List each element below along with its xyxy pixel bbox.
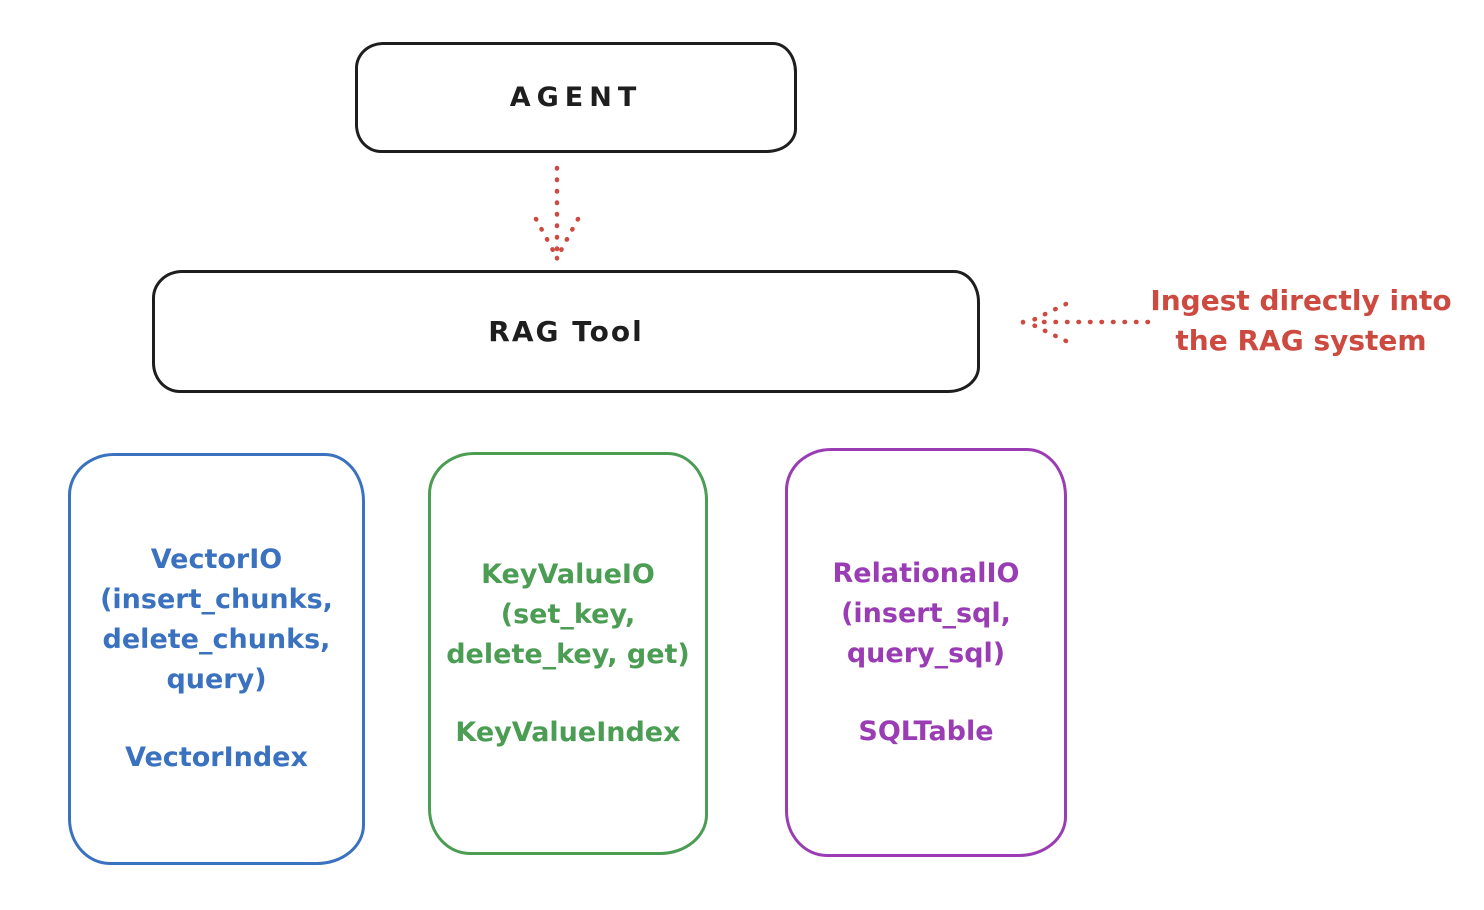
keyvalue-io-param: (set_key, bbox=[500, 598, 636, 630]
annotation-to-rag-tool-arrow bbox=[1020, 301, 1151, 344]
ingest-annotation: Ingest directly into the RAG system bbox=[1138, 281, 1464, 361]
keyvalue-index-label: KeyValueIndex bbox=[455, 716, 681, 748]
vector-io-param: query) bbox=[166, 664, 267, 695]
rag-tool-box: RAG Tool bbox=[152, 270, 980, 393]
ingest-annotation-line2: the RAG system bbox=[1175, 324, 1427, 357]
rag-tool-label: RAG Tool bbox=[488, 315, 644, 348]
agent-box: AGENT bbox=[355, 42, 797, 153]
vector-io-param: (insert_chunks, bbox=[100, 584, 333, 615]
vector-io-title: VectorIO bbox=[150, 544, 283, 575]
vector-index-label: VectorIndex bbox=[125, 742, 308, 773]
keyvalue-io-param: delete_key, get) bbox=[446, 638, 690, 670]
vector-io-param: delete_chunks, bbox=[102, 624, 331, 655]
agent-label: AGENT bbox=[509, 82, 643, 113]
agent-to-rag-tool-arrow bbox=[533, 165, 581, 261]
vector-io-signature: VectorIO (insert_chunks, delete_chunks, … bbox=[100, 540, 333, 700]
keyvalue-io-title: KeyValueIO bbox=[481, 558, 655, 590]
sql-table-label: SQLTable bbox=[858, 715, 994, 747]
vector-io-box: VectorIO (insert_chunks, delete_chunks, … bbox=[68, 453, 365, 865]
keyvalue-io-signature: KeyValueIO (set_key, delete_key, get) bbox=[446, 555, 690, 675]
relational-io-signature: RelationalIO (insert_sql, query_sql) bbox=[833, 554, 1020, 674]
relational-io-param: query_sql) bbox=[846, 637, 1006, 669]
relational-io-title: RelationalIO bbox=[832, 557, 1020, 589]
ingest-annotation-line1: Ingest directly into bbox=[1150, 284, 1452, 317]
keyvalue-io-box: KeyValueIO (set_key, delete_key, get) Ke… bbox=[428, 452, 708, 855]
relational-io-param: (insert_sql, bbox=[841, 597, 1011, 629]
relational-io-box: RelationalIO (insert_sql, query_sql) SQL… bbox=[785, 448, 1067, 857]
